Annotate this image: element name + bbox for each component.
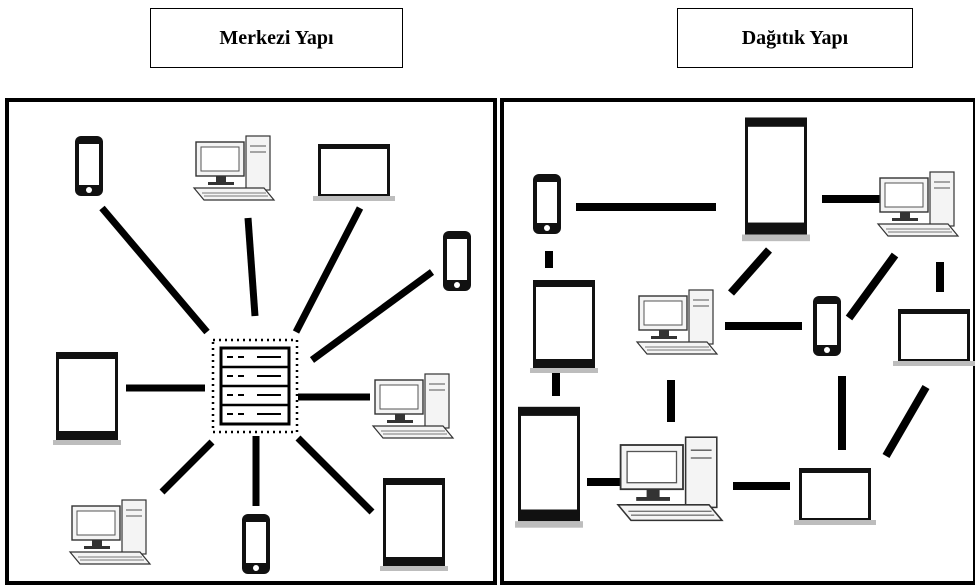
tablet-icon	[53, 352, 121, 445]
smartphone-icon	[813, 296, 841, 356]
link-line	[99, 205, 210, 335]
link-line	[728, 247, 772, 296]
centralized-links	[99, 205, 435, 515]
laptop-icon	[893, 309, 975, 366]
link-line	[309, 269, 435, 363]
link-line	[292, 206, 364, 334]
tablet-icon	[742, 117, 810, 242]
tablet-icon	[515, 406, 583, 528]
desktop-computer-icon	[636, 289, 718, 355]
distributed-title-box: Dağıtık Yapı	[677, 8, 913, 68]
desktop-computer-icon	[69, 499, 151, 565]
desktop-computer-icon	[617, 436, 723, 522]
centralized-title: Merkezi Yapı	[219, 26, 334, 49]
link-line	[244, 217, 259, 317]
tablet-icon	[530, 280, 598, 373]
link-line	[882, 384, 930, 459]
server-icon	[211, 338, 299, 434]
link-line	[159, 439, 215, 495]
laptop-icon	[313, 144, 395, 201]
centralized-title-box: Merkezi Yapı	[150, 8, 403, 68]
smartphone-icon	[75, 136, 103, 196]
link-line	[845, 252, 899, 321]
smartphone-icon	[533, 174, 561, 234]
distributed-links	[545, 195, 944, 490]
smartphone-icon	[443, 231, 471, 291]
smartphone-icon	[242, 514, 270, 574]
tablet-icon	[380, 478, 448, 571]
link-line	[295, 435, 375, 515]
desktop-computer-icon	[877, 171, 959, 237]
desktop-computer-icon	[193, 135, 275, 201]
laptop-icon	[794, 468, 876, 525]
distributed-title: Dağıtık Yapı	[741, 26, 849, 49]
desktop-computer-icon	[372, 373, 454, 439]
